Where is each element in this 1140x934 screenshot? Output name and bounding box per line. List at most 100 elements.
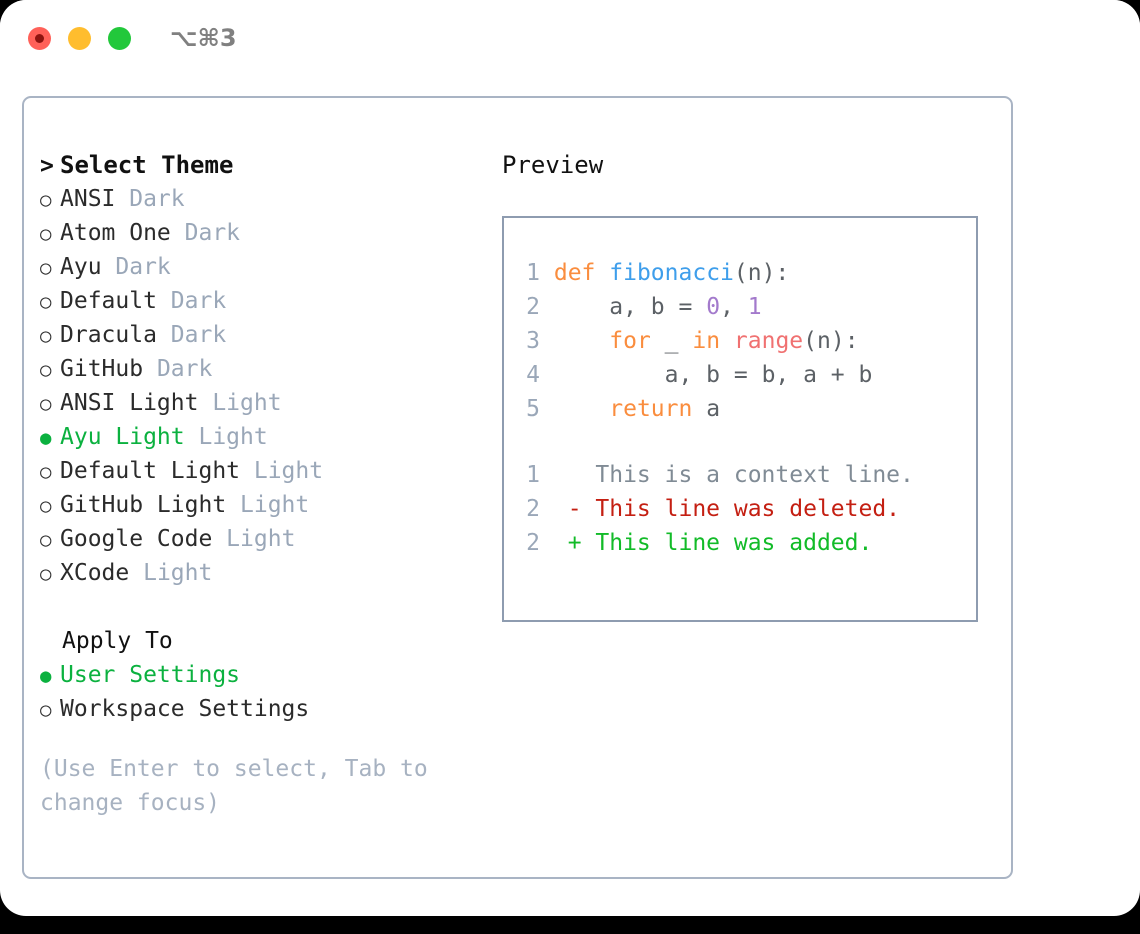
radio-unselected-icon: ○ [40, 325, 52, 347]
theme-variant-tag: Dark [115, 186, 185, 212]
diff-line-number: 1 [526, 462, 540, 488]
apply-to-heading: Apply To [62, 628, 173, 654]
code-token: for [609, 328, 651, 354]
code-token: (n): [803, 328, 859, 354]
code-token: a [692, 396, 721, 422]
code-token: 0 [706, 294, 721, 320]
theme-list-item[interactable]: ● Ayu Light Light [40, 420, 500, 454]
theme-name-label: Ayu Light [60, 424, 185, 450]
radio-unselected-icon: ○ [40, 257, 52, 279]
diff-line-number: 2 [526, 530, 540, 556]
caret-icon: > [40, 153, 54, 179]
code-token [720, 328, 734, 354]
theme-list-item[interactable]: ○ ANSI Dark [40, 182, 500, 216]
code-token: 1 [747, 294, 762, 320]
code-line-number: 4 [526, 362, 540, 388]
main-panel: >Select Theme ○ANSI Dark○Atom One Dark○A… [22, 96, 1013, 879]
apply-to-list: ●User Settings ○ Workspace Settings [40, 658, 500, 726]
theme-name-label: Ayu [60, 254, 102, 280]
radio-unselected-icon: ○ [40, 189, 52, 211]
theme-list-item[interactable]: ○ Dracula Dark [40, 318, 500, 352]
select-theme-heading: >Select Theme [40, 148, 500, 182]
code-line: 2 a, b = 0, 1 [518, 290, 914, 324]
theme-variant-tag: Dark [156, 322, 227, 348]
maximize-window-button[interactable] [108, 27, 131, 50]
theme-name-label: XCode [60, 560, 130, 586]
keyboard-hint-text: (Use Enter to select, Tab to change focu… [40, 756, 428, 816]
theme-name-label: Default [60, 288, 157, 314]
theme-variant-tag: Light [212, 526, 296, 552]
radio-unselected-icon: ○ [40, 393, 52, 415]
theme-list-item[interactable]: ○ANSI Light Light [40, 386, 500, 420]
radio-unselected-icon: ○ [40, 699, 52, 721]
close-icon [35, 34, 44, 43]
diff-line-number: 2 [526, 496, 540, 522]
theme-name-label: ANSI [60, 186, 116, 212]
theme-variant-tag: Light [226, 492, 310, 518]
code-token: def [553, 260, 596, 286]
theme-list-item[interactable]: ○ GitHub Dark [40, 352, 500, 386]
theme-variant-tag: Dark [143, 356, 213, 382]
theme-variant-tag: Light [198, 390, 282, 416]
theme-list-item[interactable]: ○ XCode Light [40, 556, 500, 590]
theme-name-label: Dracula [60, 322, 157, 348]
theme-list-item[interactable]: ○Ayu Dark [40, 250, 500, 284]
theme-variant-tag: Light [184, 424, 268, 450]
theme-name-label: GitHub Light [60, 492, 227, 518]
theme-name-label: GitHub [60, 356, 144, 382]
theme-list: ○ANSI Dark○Atom One Dark○Ayu Dark○Defaul… [40, 182, 500, 590]
diff-line: 2 + This line was added. [518, 526, 914, 560]
theme-selection-column: >Select Theme ○ANSI Dark○Atom One Dark○A… [40, 148, 500, 820]
theme-variant-tag: Light [129, 560, 213, 586]
code-token [554, 396, 609, 422]
code-line-number: 5 [526, 396, 540, 422]
list-spacer [40, 590, 500, 624]
radio-unselected-icon: ○ [40, 461, 52, 483]
theme-name-label: Google Code [60, 526, 213, 552]
code-line-number: 3 [526, 328, 540, 354]
code-token: a, b = [553, 294, 707, 320]
theme-variant-tag: Dark [156, 288, 227, 314]
theme-list-item[interactable]: ○ Google Code Light [40, 522, 500, 556]
page-title: Select Theme [60, 151, 234, 179]
preview-column: Preview 1 def fibonacci(n):2 a, b = 0, 1… [502, 148, 1002, 622]
radio-unselected-icon: ○ [40, 529, 52, 551]
code-token: , [720, 294, 748, 320]
code-token: return [609, 396, 693, 422]
theme-list-item[interactable]: ○Atom One Dark [40, 216, 500, 250]
code-token [554, 328, 609, 354]
code-token: _ [650, 328, 693, 354]
apply-to-item[interactable]: ○ Workspace Settings [40, 692, 500, 726]
theme-variant-tag: Dark [170, 220, 241, 246]
apply-to-label: User Settings [60, 662, 241, 688]
theme-variant-tag: Light [240, 458, 324, 484]
code-line: 4 a, b = b, a + b [518, 358, 914, 392]
theme-list-item[interactable]: ○ Default Dark [40, 284, 500, 318]
radio-selected-icon: ● [40, 427, 52, 449]
diff-line-text: - This line was deleted. [540, 496, 901, 522]
theme-list-item[interactable]: ○Default Light Light [40, 454, 500, 488]
radio-unselected-icon: ○ [40, 495, 52, 517]
code-line: 1 def fibonacci(n): [518, 256, 914, 290]
code-token: fibonacci [609, 260, 734, 286]
preview-heading: Preview [502, 151, 604, 179]
diff-line-text: + This line was added. [540, 530, 873, 556]
radio-unselected-icon: ○ [40, 291, 52, 313]
code-token: a, b = b, a + b [553, 362, 873, 388]
keyboard-shortcut-label: ⌥⌘3 [170, 24, 237, 52]
diff-line-text: This is a context line. [540, 462, 914, 488]
diff-line: 2 - This line was deleted. [518, 492, 914, 526]
minimize-window-button[interactable] [68, 27, 91, 50]
code-token: range [733, 328, 804, 354]
radio-unselected-icon: ○ [40, 563, 52, 585]
close-window-button[interactable] [28, 27, 51, 50]
theme-list-item[interactable]: ○ GitHub Light Light [40, 488, 500, 522]
apply-to-label: Workspace Settings [60, 696, 310, 722]
title-bar: ⌥⌘3 [0, 0, 1140, 78]
code-token: in [692, 328, 721, 354]
code-line: 3 for _ in range(n): [518, 324, 914, 358]
code-gap [518, 426, 914, 458]
apply-to-item[interactable]: ●User Settings [40, 658, 500, 692]
radio-unselected-icon: ○ [40, 359, 52, 381]
